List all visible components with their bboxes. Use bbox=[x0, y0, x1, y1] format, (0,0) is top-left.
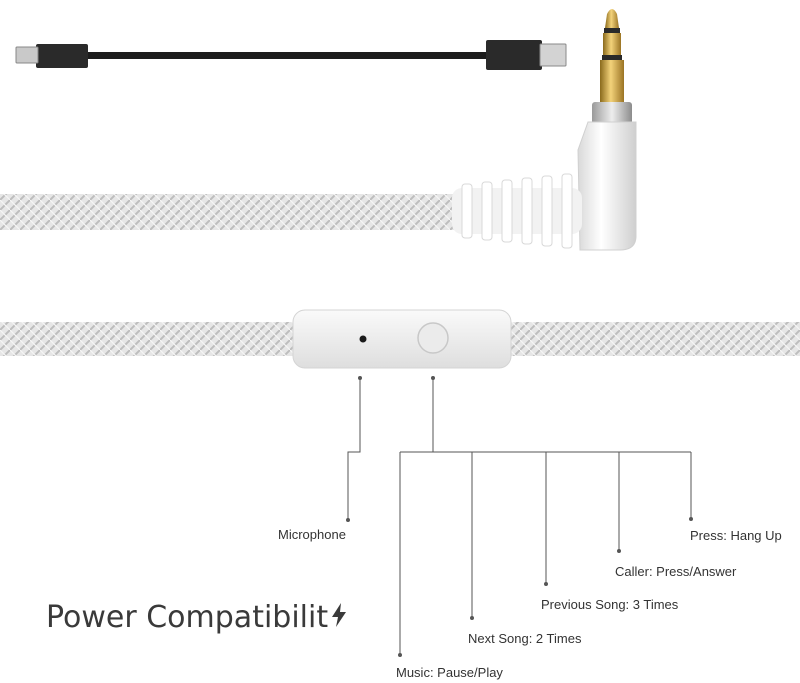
audio-jack-plug bbox=[577, 9, 637, 251]
label-previous-song: Previous Song: 3 Times bbox=[541, 597, 679, 612]
micro-usb-plug-left bbox=[36, 44, 88, 68]
jack-housing bbox=[577, 121, 637, 251]
label-music-pause-play: Music: Pause/Play bbox=[396, 665, 503, 680]
title-text: Power Compatibilit bbox=[46, 600, 329, 635]
micro-usb-tip-left bbox=[15, 46, 39, 64]
braided-cable-upper bbox=[0, 194, 470, 230]
label-caller-answer: Caller: Press/Answer bbox=[615, 564, 737, 579]
remote-body bbox=[292, 309, 512, 369]
lightning-bolt-icon bbox=[332, 600, 347, 635]
usb-cable-wire bbox=[82, 52, 492, 59]
remote-button bbox=[417, 322, 449, 354]
inline-remote bbox=[292, 309, 512, 369]
strain-relief bbox=[452, 173, 582, 249]
jack-collar bbox=[592, 102, 632, 124]
micro-usb-tip-right bbox=[539, 43, 567, 67]
usb-cable bbox=[15, 40, 567, 70]
page-title: Power Compatibilit bbox=[46, 600, 347, 635]
jack-tip bbox=[605, 9, 619, 28]
label-hang-up: Press: Hang Up bbox=[690, 528, 782, 543]
microphone-hole bbox=[359, 335, 367, 343]
label-microphone: Microphone bbox=[278, 527, 346, 542]
leader-lines bbox=[346, 376, 693, 657]
label-next-song: Next Song: 2 Times bbox=[468, 631, 582, 646]
micro-usb-plug-right bbox=[486, 40, 542, 70]
